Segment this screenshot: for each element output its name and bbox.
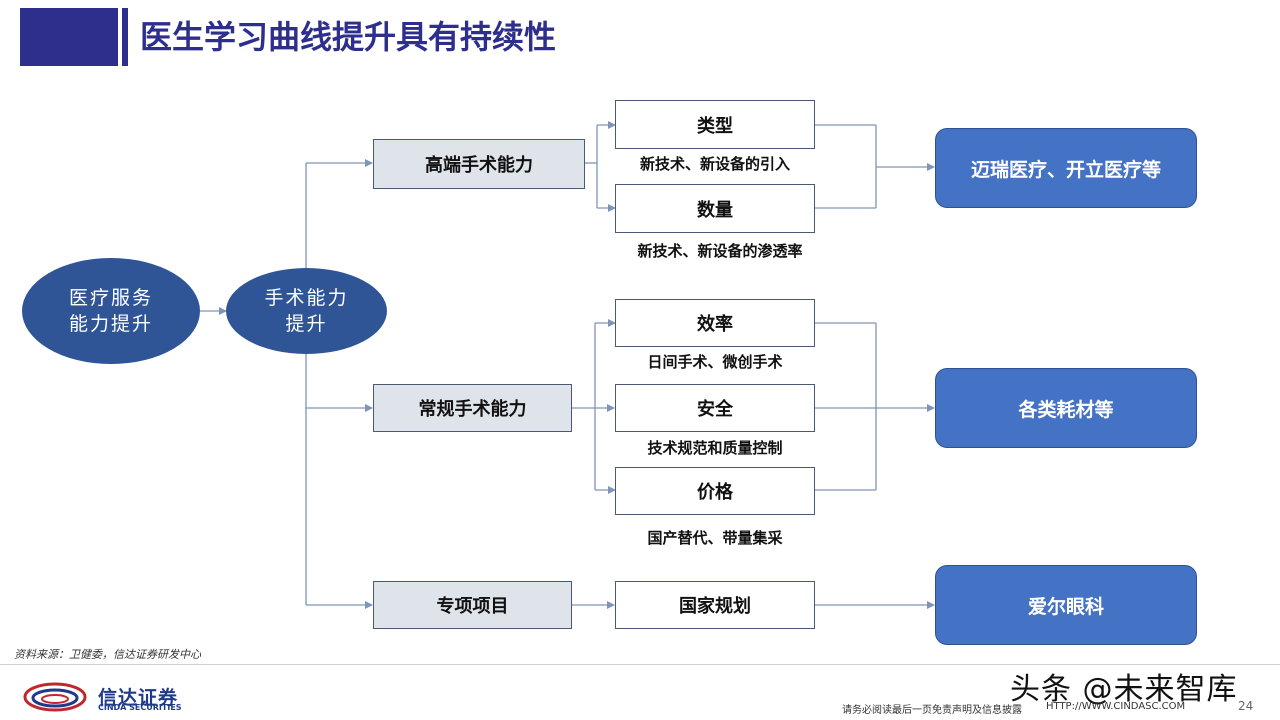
factor-type: 类型	[615, 100, 815, 149]
root-node-line1: 医疗服务	[68, 287, 153, 309]
logo-english-name: CINDA SECURITIES	[98, 703, 182, 712]
hub-node-line1: 手术能力	[264, 287, 349, 309]
factor-national-plan: 国家规划	[615, 581, 815, 629]
root-node-line2: 能力提升	[68, 313, 153, 335]
website-link[interactable]: HTTP://WWW.CINDASC.COM	[1046, 701, 1186, 712]
factor-safety-note: 技术规范和质量控制	[647, 439, 783, 457]
cinda-logo-icon	[23, 682, 87, 712]
header-decor-bar	[122, 8, 128, 66]
factor-price-note: 国产替代、带量集采	[647, 529, 783, 547]
factor-safety: 安全	[615, 384, 815, 432]
factor-efficiency: 效率	[615, 299, 815, 347]
factor-price: 价格	[615, 467, 815, 515]
source-note: 资料来源：卫健委，信达证券研发中心	[14, 648, 201, 661]
page-title: 医生学习曲线提升具有持续性	[140, 18, 557, 56]
category-high-end-surgery: 高端手术能力	[373, 139, 585, 189]
category-regular-surgery: 常规手术能力	[373, 384, 572, 432]
watermark: 头条 @未来智库	[1010, 672, 1238, 707]
footer-divider	[0, 664, 1280, 665]
logo-name: 信达证券	[98, 687, 179, 709]
factor-quantity: 数量	[615, 184, 815, 233]
factor-type-note: 新技术、新设备的引入	[639, 155, 790, 173]
result-regular: 各类耗材等	[935, 368, 1197, 448]
header-decor-block	[20, 8, 118, 66]
factor-efficiency-note: 日间手术、微创手术	[647, 353, 783, 371]
hub-node: 手术能力提升	[226, 268, 387, 354]
root-node: 医疗服务能力提升	[22, 258, 200, 364]
category-special-project: 专项项目	[373, 581, 572, 629]
factor-quantity-note: 新技术、新设备的渗透率	[637, 242, 803, 260]
result-high-end: 迈瑞医疗、开立医疗等	[935, 128, 1197, 208]
disclaimer-text: 请务必阅读最后一页免责声明及信息披露	[842, 705, 1022, 716]
page-number: 24	[1238, 699, 1254, 713]
hub-node-line2: 提升	[285, 313, 328, 335]
result-special: 爱尔眼科	[935, 565, 1197, 645]
